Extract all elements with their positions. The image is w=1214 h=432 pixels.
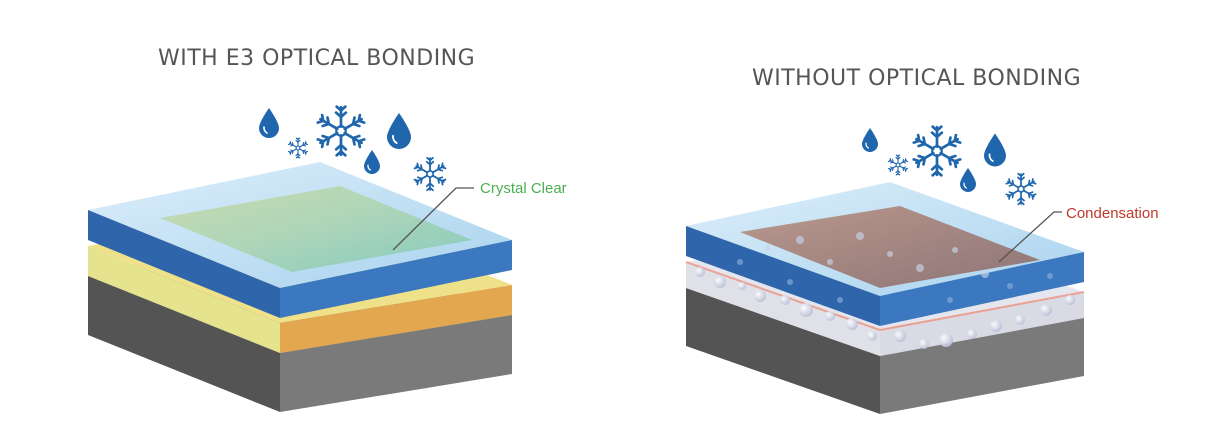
clear-bonded-area xyxy=(160,186,472,272)
callout-crystal-clear: Crystal Clear xyxy=(480,180,567,197)
snowflake-icon xyxy=(318,107,365,156)
water-drop-icon xyxy=(984,133,1006,167)
panel-title-without-bonding: WITHOUT OPTICAL BONDING xyxy=(752,66,1082,91)
cover-glass-side xyxy=(880,252,1084,326)
condensation-area xyxy=(740,206,1040,288)
callout-leader-condensation xyxy=(998,211,1062,263)
water-drop-icon xyxy=(862,128,878,152)
callout-leader-clear xyxy=(392,187,474,251)
cover-glass-front xyxy=(686,226,880,326)
display-layer-side xyxy=(880,318,1084,414)
right-stack: Condensation xyxy=(685,127,1159,414)
display-layer-front xyxy=(686,288,880,414)
snowflake-icon xyxy=(888,155,907,175)
display-layer-front xyxy=(88,276,280,412)
snowflake-icon xyxy=(288,138,307,158)
snowflake-icon xyxy=(1006,174,1036,205)
air-gap-front xyxy=(686,262,880,356)
water-drop-icon xyxy=(259,108,279,138)
cover-glass-front xyxy=(88,210,280,318)
water-drop-icon xyxy=(364,150,380,174)
left-stack: Crystal Clear xyxy=(88,107,567,412)
callout-condensation: Condensation xyxy=(1066,205,1159,222)
snowflake-icon xyxy=(914,127,961,176)
bonding-layer-side xyxy=(280,285,512,353)
panel-title-with-bonding: WITH E3 OPTICAL BONDING xyxy=(158,46,476,71)
water-drop-icon xyxy=(960,168,976,192)
snowflake-icon xyxy=(414,158,445,190)
air-gap-side xyxy=(880,292,1084,356)
cover-glass-side xyxy=(280,240,512,318)
bonding-layer-front xyxy=(88,246,280,353)
display-layer-side xyxy=(280,315,512,412)
condensation-bubbles xyxy=(695,232,1075,349)
water-drop-icon xyxy=(387,113,411,149)
